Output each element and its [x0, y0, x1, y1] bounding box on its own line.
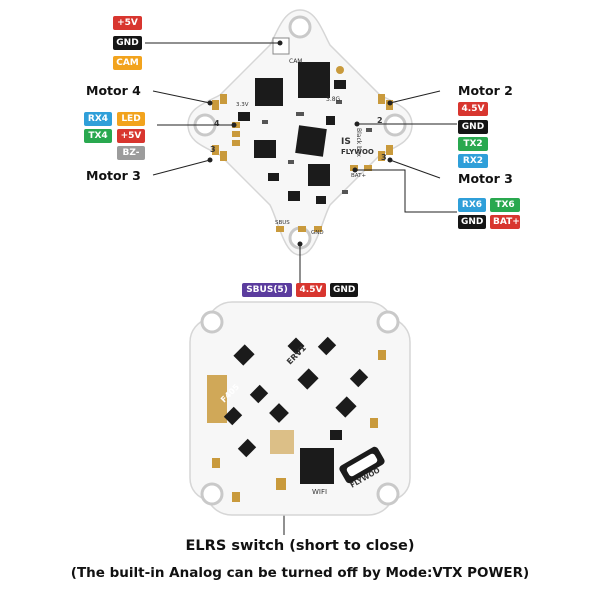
board-text-3v3: 3.3V [236, 102, 249, 108]
pad-tag-sbus: SBUS(5) [242, 283, 292, 297]
pad-tag-led: LED [117, 112, 145, 126]
pad-tag-cam: CAM [113, 56, 142, 70]
board-text-sbus: SBUS [275, 220, 290, 226]
board-text-bat: BAT+ [351, 173, 366, 179]
board-text-model: IS [341, 137, 351, 147]
callout-lines [145, 42, 457, 535]
motor3-left-label: Motor 3 [86, 168, 141, 183]
motor2-label: Motor 2 [458, 83, 513, 98]
pad-tag-5v-left: +5V [117, 129, 145, 143]
board-text-2: 2 [377, 116, 383, 125]
pad-tag-bz: BZ- [117, 146, 145, 160]
pad-tag-gnd-lower: GND [458, 215, 486, 229]
pad-tag-gnd-bottom: GND [330, 283, 358, 297]
pad-tag-5v: +5V [113, 16, 142, 30]
vtx-note-caption: (The built-in Analog can be turned off b… [70, 565, 530, 581]
pad-tag-tx4: TX4 [84, 129, 112, 143]
board-text-chip-ref: 3.8G [326, 96, 341, 103]
board-text-gnd: GND [311, 230, 324, 236]
pad-tag-tx6: TX6 [490, 198, 520, 212]
bottom-board [189, 301, 411, 516]
motor4-label: Motor 4 [86, 83, 141, 98]
board-text-brand: FLYWOO [341, 148, 374, 156]
top-board [187, 9, 413, 256]
pad-tag-rx6: RX6 [458, 198, 486, 212]
pad-tag-tx2: TX2 [458, 137, 488, 151]
pad-tag-gnd: GND [113, 36, 142, 50]
pad-tag-bat: BAT+ [490, 215, 520, 229]
board-text-black-box: Black box [355, 128, 362, 157]
pad-tag-gnd-right: GND [458, 120, 488, 134]
pad-tag-4v5: 4.5V [458, 102, 488, 116]
motor3-right-label: Motor 3 [458, 171, 513, 186]
elrs-switch-caption: ELRS switch (short to close) [185, 538, 415, 554]
pad-tag-4v5-bottom: 4.5V [296, 283, 326, 297]
board-text-wifi: WIFI [312, 488, 327, 496]
pad-tag-rx4: RX4 [84, 112, 112, 126]
callout-dots [207, 40, 393, 508]
pad-tag-rx2: RX2 [458, 154, 488, 168]
board-text-3-left: 3 [210, 145, 216, 154]
board-text-3-right: 3 [381, 153, 387, 162]
board-text-cam: CAM [289, 58, 302, 65]
board-text-4: 4 [214, 119, 220, 128]
